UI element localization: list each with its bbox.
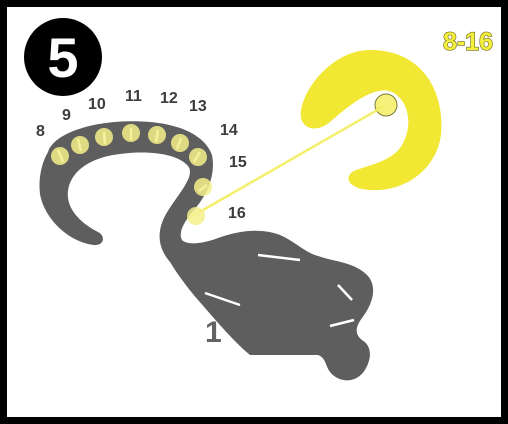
position-label-11: 11: [125, 88, 142, 105]
position-marker-11: [122, 124, 140, 142]
position-label-16: 16: [228, 205, 246, 222]
position-marker-8: [51, 147, 69, 165]
position-marker-15: [194, 178, 212, 196]
position-label-13: 13: [189, 98, 207, 115]
range-label: 8-16: [443, 28, 493, 56]
position-marker-13: [171, 134, 189, 152]
position-label-15: 15: [229, 154, 247, 171]
position-label-9: 9: [62, 107, 71, 124]
position-marker-12: [148, 126, 166, 144]
step-badge: 5: [24, 18, 102, 96]
position-marker-16: [187, 207, 205, 225]
position-marker-9: [71, 136, 89, 154]
position-label-14: 14: [220, 122, 238, 139]
position-label-8: 8: [36, 123, 45, 140]
part-label: 1: [205, 316, 222, 349]
position-marker-14: [189, 148, 207, 166]
step-number: 5: [47, 26, 78, 89]
alignment-line: [190, 103, 387, 219]
body-markings: [204, 253, 355, 328]
position-marker-10: [95, 128, 113, 146]
position-highlights: [51, 124, 212, 225]
hook-piece: [39, 121, 374, 381]
yellow-c-piece: [300, 50, 442, 191]
position-label-10: 10: [88, 96, 106, 113]
position-label-12: 12: [160, 90, 178, 107]
